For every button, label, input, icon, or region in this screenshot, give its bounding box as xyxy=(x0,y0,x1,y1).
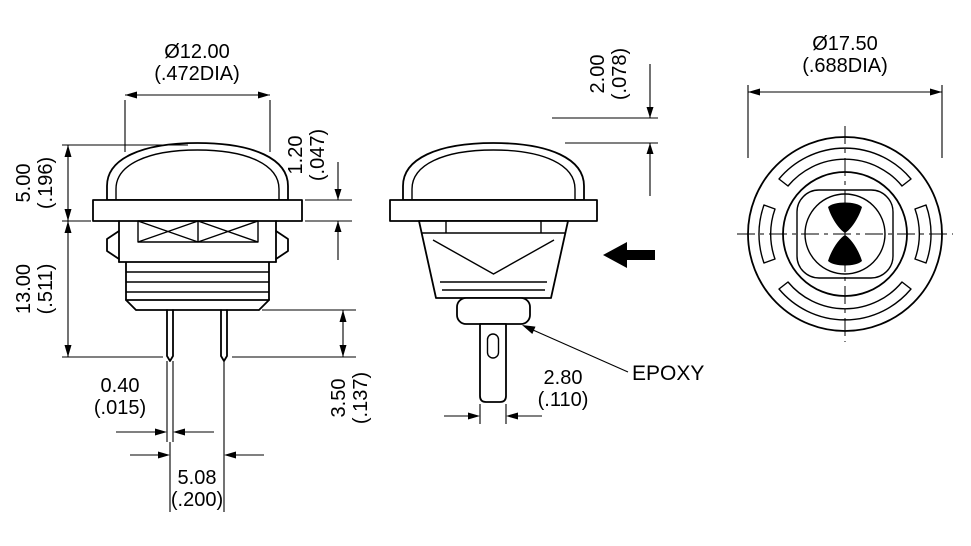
dim-body-depth-inch: (.511) xyxy=(35,264,57,315)
travel-extension-lines xyxy=(552,117,658,144)
side-body-crease xyxy=(432,239,555,275)
side-body-outline xyxy=(418,220,569,299)
side-body-step-line xyxy=(422,221,565,234)
travel-arrow-bottom xyxy=(646,143,654,154)
rear-bottom-slot xyxy=(778,281,912,321)
rear-view-dimensions: Ø17.50 (.688DIA) xyxy=(747,33,943,158)
dim-terminal-thickness-inch: (.015) xyxy=(94,397,146,419)
epoxy-leader-line xyxy=(532,329,629,373)
side-terminal-hole xyxy=(486,333,500,359)
rear-right-slot xyxy=(914,204,932,264)
front-left-clip xyxy=(106,230,120,260)
front-body-bottom xyxy=(125,299,270,311)
rear-diameter-arrow-left xyxy=(748,88,760,96)
terminal-length-extension-lines xyxy=(232,309,356,358)
dim-cap-diameter-inch: (.472DIA) xyxy=(154,63,240,85)
terminal-length-arrow-bottom xyxy=(339,345,347,357)
side-view xyxy=(389,142,598,403)
front-view xyxy=(92,142,303,362)
side-dome-inner-line xyxy=(411,149,576,200)
rear-diameter-extension-lines xyxy=(747,85,943,158)
side-body-ridges xyxy=(440,281,547,291)
dim-terminal-pitch-mm: 5.08 xyxy=(178,467,217,489)
epoxy-label: EPOXY xyxy=(632,362,704,385)
front-right-clip xyxy=(275,230,289,260)
rear-contact-lower xyxy=(828,235,862,266)
front-right-terminal xyxy=(220,309,228,362)
front-body-step xyxy=(118,261,277,301)
dim-rear-diameter-mm: Ø17.50 xyxy=(812,33,878,55)
front-left-terminal xyxy=(166,309,174,362)
front-dome-inner-line xyxy=(115,149,280,200)
terminal-width-arrow-right xyxy=(506,412,518,420)
terminal-thickness-arrow-left xyxy=(155,428,167,436)
dim-terminal-pitch-inch: (.200) xyxy=(171,489,223,511)
rear-top-slot xyxy=(778,147,912,187)
cap-height-arrow-top xyxy=(64,145,72,157)
press-direction-arrow-icon xyxy=(603,242,655,268)
rear-view xyxy=(737,126,953,342)
front-dome-outline xyxy=(106,142,289,201)
cap-diameter-arrow-left xyxy=(125,91,137,99)
cap-diameter-arrow-right xyxy=(258,91,270,99)
dim-terminal-width-inch: (.110) xyxy=(538,389,589,411)
dim-rear-diameter-inch: (.688DIA) xyxy=(802,55,888,77)
bezel-extension-lines xyxy=(305,199,352,222)
bezel-arrow-top xyxy=(334,189,342,200)
dim-terminal-length-inch: (.137) xyxy=(350,372,372,424)
cap-height-arrow-bottom xyxy=(64,209,72,221)
dim-travel-inch: (.078) xyxy=(609,48,631,100)
side-bezel-flange xyxy=(389,199,598,222)
cap-diameter-extension-lines xyxy=(124,100,271,152)
side-terminal-tab xyxy=(479,323,507,403)
dim-cap-diameter-mm: Ø12.00 xyxy=(164,41,230,63)
side-epoxy-seal xyxy=(456,297,531,325)
terminal-length-arrow-top xyxy=(339,310,347,322)
rear-left-slot xyxy=(758,204,776,264)
front-body-ridges xyxy=(126,271,269,293)
front-bezel-flange xyxy=(92,199,303,222)
dim-bezel-inch: (.047) xyxy=(307,129,329,181)
dim-terminal-thickness-mm: 0.40 xyxy=(101,375,140,397)
terminal-pitch-arrow-left xyxy=(158,451,170,459)
terminal-thickness-extension-lines xyxy=(166,361,225,512)
rear-contact-upper xyxy=(828,202,862,233)
dim-cap-height-inch: (.196) xyxy=(35,157,57,209)
rear-diameter-arrow-right xyxy=(930,88,942,96)
terminal-width-arrow-left xyxy=(468,412,480,420)
dim-bezel-mm: 1.20 xyxy=(285,136,307,175)
dim-body-depth-mm: 13.00 xyxy=(13,264,35,314)
dim-cap-height-mm: 5.00 xyxy=(13,164,35,203)
terminal-width-extension-lines xyxy=(479,404,507,424)
dim-terminal-length-mm: 3.50 xyxy=(328,379,350,418)
front-cross-bracing xyxy=(137,220,259,243)
dim-terminal-width-mm: 2.80 xyxy=(544,367,583,389)
body-depth-arrow-bottom xyxy=(64,345,72,357)
travel-arrow-top xyxy=(646,107,654,118)
terminal-thickness-arrow-right xyxy=(173,428,185,436)
front-body-sides xyxy=(118,220,277,263)
cap-height-extension-lines xyxy=(62,144,188,222)
body-depth-arrow-top xyxy=(64,221,72,233)
side-dome-outline xyxy=(402,142,585,201)
dim-travel-mm: 2.00 xyxy=(587,55,609,94)
terminal-pitch-arrow-right xyxy=(224,451,236,459)
epoxy-leader-arrow xyxy=(522,325,536,334)
bezel-arrow-bottom xyxy=(334,221,342,232)
side-view-dimensions: 2.00 (.078) 2.80 (.110) EPOXY xyxy=(444,48,704,424)
front-view-dimensions: Ø12.00 (.472DIA) 5.00 (.196) 13.00 (.511… xyxy=(13,41,372,512)
